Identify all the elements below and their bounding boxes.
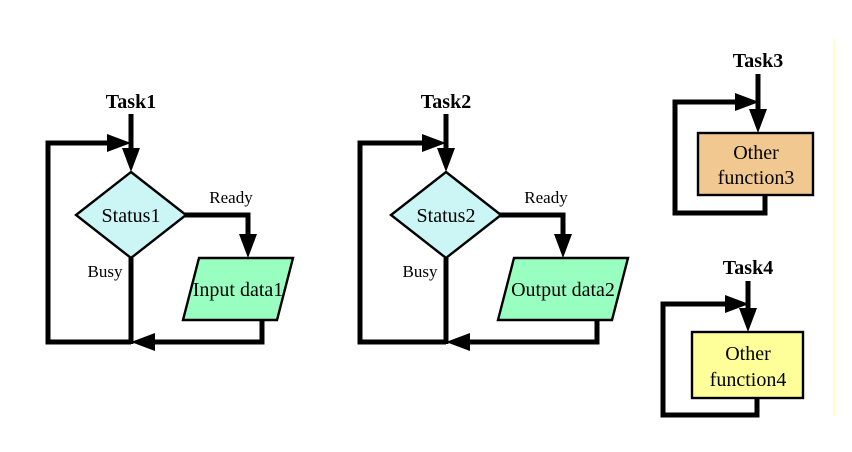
other-function3-shape — [696, 131, 815, 197]
task3-entry-arrowhead — [749, 109, 767, 133]
task1-ready-path — [184, 212, 251, 242]
task1-feedback-arrowhead — [107, 134, 131, 152]
input-data1-label: Input data1 — [193, 279, 284, 301]
task1-feedback-path — [45, 140, 131, 345]
task1-busy-label: Busy — [88, 262, 123, 281]
task2-entry-arrowhead — [437, 148, 455, 172]
task1-entry-arrowhead — [122, 148, 140, 172]
output-data2-label: Output data2 — [511, 279, 615, 301]
task2-ready-arrowhead — [554, 234, 572, 258]
task4-feedback-arrowhead — [725, 295, 749, 313]
task1-group: Task1 Status1 Busy Ready Input data1 — [45, 91, 295, 351]
other-function4-shape — [690, 330, 805, 400]
task3-feedback-arrowhead — [735, 93, 759, 111]
task1-ready-arrowhead — [239, 234, 257, 258]
task3-feedback-path — [672, 99, 768, 216]
task1-return-path — [150, 320, 265, 345]
task2-group: Task2 Status2 Busy Ready Output data2 — [357, 91, 630, 351]
output-data2-shape — [496, 256, 630, 322]
other-function3-label-line1: Other — [733, 142, 779, 164]
input-data1-shape — [181, 256, 295, 322]
task2-feedback-path — [357, 140, 446, 345]
task1-title: Task1 — [106, 91, 156, 113]
other-function4-label-line1: Other — [725, 343, 771, 365]
task4-entry-arrowhead — [739, 308, 757, 332]
task2-feedback-arrowhead — [422, 134, 446, 152]
task1-return-arrowhead — [131, 333, 155, 351]
other-function4-label-line2: function4 — [710, 369, 787, 391]
status1-label: Status1 — [102, 205, 161, 227]
task2-return-path — [465, 320, 600, 345]
task3-title: Task3 — [733, 50, 783, 72]
task2-ready-label: Ready — [524, 188, 568, 207]
task4-group: Task4 Other function4 — [660, 257, 805, 418]
task1-ready-label: Ready — [209, 188, 253, 207]
task2-ready-path — [499, 212, 566, 242]
task4-title: Task4 — [723, 257, 773, 279]
task4-feedback-path — [660, 301, 760, 418]
task2-title: Task2 — [421, 91, 471, 113]
status2-label: Status2 — [417, 205, 476, 227]
task2-return-arrowhead — [446, 333, 470, 351]
task2-busy-label: Busy — [403, 262, 438, 281]
task3-group: Task3 Other function3 — [672, 50, 815, 216]
other-function3-label-line2: function3 — [718, 167, 795, 189]
